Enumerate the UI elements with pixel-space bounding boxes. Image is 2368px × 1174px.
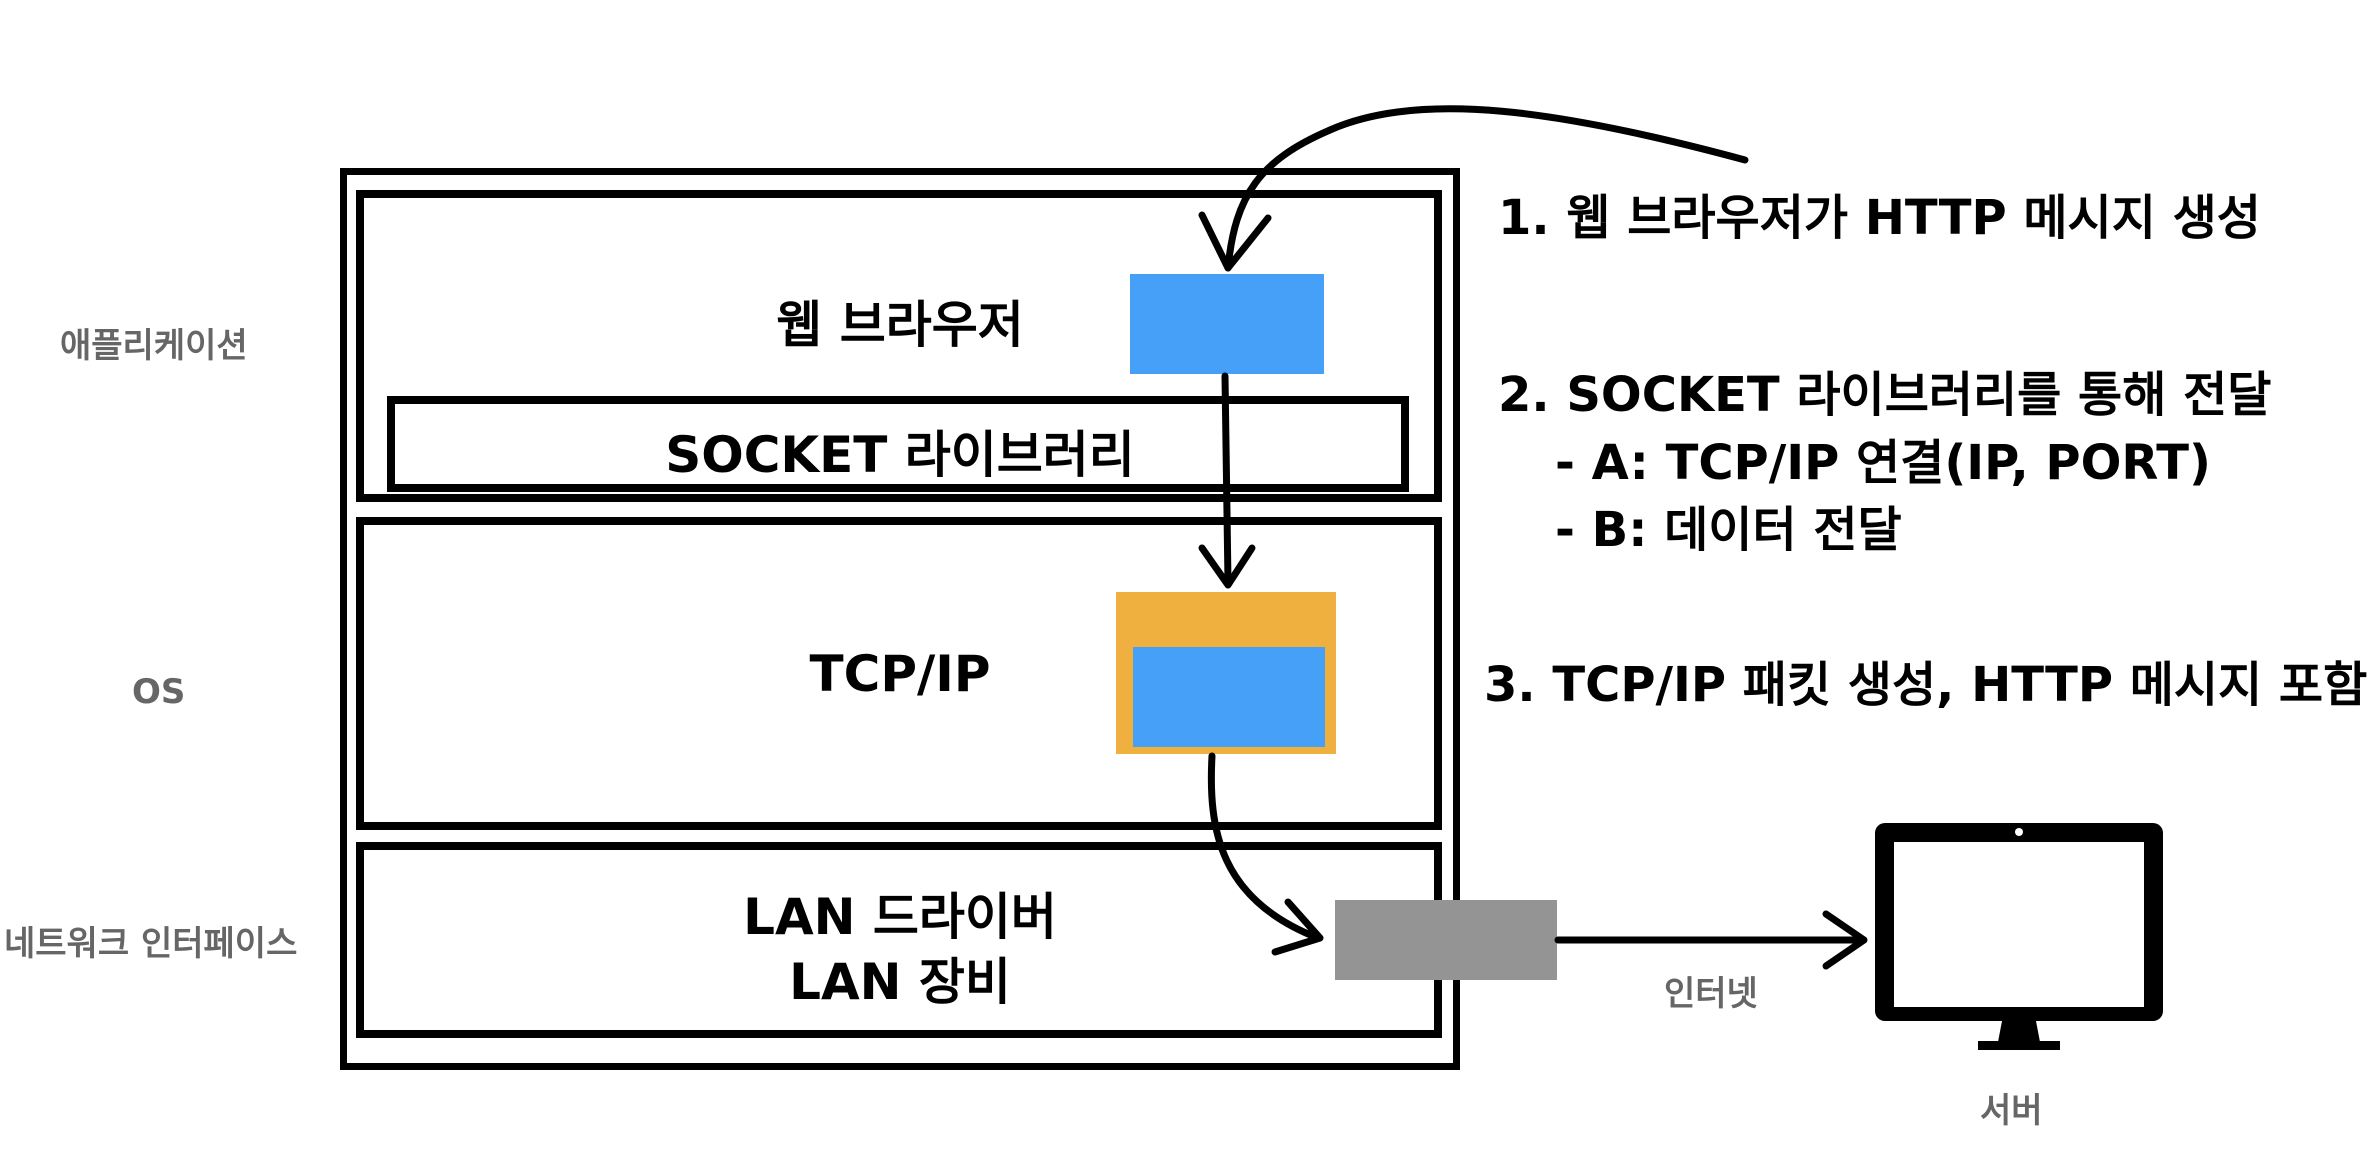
os-layer-label: OS xyxy=(132,672,186,712)
stack-frame xyxy=(340,168,1460,1070)
socket-library-box xyxy=(387,396,1409,492)
network-interface-layer-label: 네트워크 인터페이스 xyxy=(4,924,298,964)
step-2a-text: - A: TCP/IP 연결(IP, PORT) xyxy=(1555,435,2211,491)
socket-library-label: SOCKET 라이브러리 xyxy=(665,426,1135,484)
os-section xyxy=(356,517,1442,830)
lan-packet-block xyxy=(1335,900,1557,980)
step-1-text: 1. 웹 브라우저가 HTTP 메시지 생성 xyxy=(1498,190,2261,246)
arrow-to-server-head xyxy=(1822,910,1868,970)
lan-device-label: LAN 장비 xyxy=(789,953,1011,1011)
server-monitor-icon xyxy=(1875,823,2163,1050)
application-layer-label: 애플리케이션 xyxy=(60,326,248,366)
step-2b-text: - B: 데이터 전달 xyxy=(1555,502,1902,558)
http-message-inside-packet xyxy=(1133,647,1325,747)
http-message-block xyxy=(1130,274,1324,374)
internet-label: 인터넷 xyxy=(1664,974,1758,1014)
step-3-text: 3. TCP/IP 패킷 생성, HTTP 메시지 포함 xyxy=(1484,657,2368,713)
server-label: 서버 xyxy=(1980,1091,2043,1131)
application-section xyxy=(356,190,1442,502)
web-browser-label: 웹 브라우저 xyxy=(776,296,1024,354)
lan-driver-label: LAN 드라이버 xyxy=(743,888,1057,946)
tcpip-label: TCP/IP xyxy=(809,645,991,703)
step-2-text: 2. SOCKET 라이브러리를 통해 전달 xyxy=(1498,367,2272,423)
